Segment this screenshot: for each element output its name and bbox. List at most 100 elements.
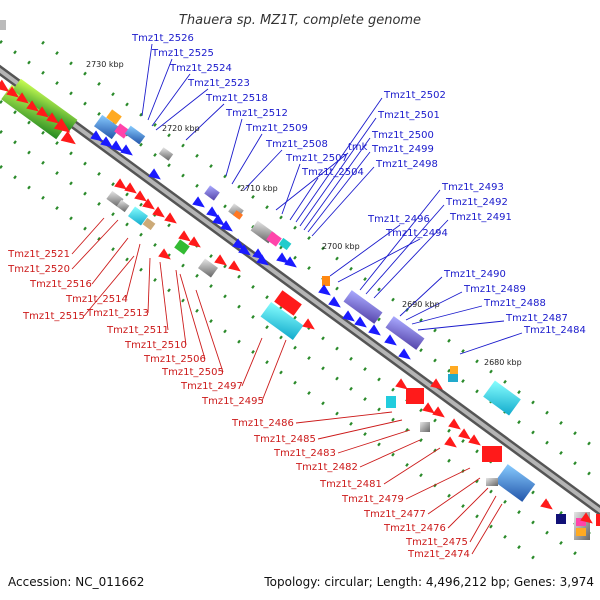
gene-arrow bbox=[6, 86, 19, 98]
tick-dot bbox=[475, 359, 479, 364]
gene-arrow bbox=[110, 140, 123, 152]
gene-arrow bbox=[318, 284, 331, 296]
tick-dot bbox=[167, 223, 171, 228]
tick-dot bbox=[433, 358, 437, 363]
tick-dot bbox=[349, 386, 353, 391]
gene-arrow bbox=[152, 206, 165, 218]
gene-label: Tmz1t_2490 bbox=[443, 269, 506, 280]
gene-arrow bbox=[212, 214, 225, 226]
tick-dot bbox=[531, 400, 535, 405]
tick-dot bbox=[181, 298, 185, 303]
leader-line bbox=[261, 339, 287, 402]
gene-label: Tmz1t_2491 bbox=[449, 212, 512, 223]
leader-line bbox=[275, 152, 349, 211]
tick-dot bbox=[461, 379, 465, 383]
gene-label: Tmz1t_2483 bbox=[273, 448, 336, 459]
tick-dot bbox=[27, 185, 31, 190]
gene-label: Tmz1t_2482 bbox=[295, 462, 358, 473]
tick-dot bbox=[307, 356, 311, 360]
gene-label: Tmz1t_2507 bbox=[285, 153, 348, 164]
gene-label: Tmz1t_2497 bbox=[180, 381, 243, 392]
tick-dot bbox=[293, 345, 297, 350]
gene-arrow bbox=[430, 378, 443, 390]
leader-line bbox=[399, 276, 443, 317]
genome-summary-text: Topology: circular; Length: 4,496,212 bp… bbox=[263, 575, 594, 589]
gene-label: Tmz1t_2496 bbox=[367, 214, 430, 225]
gene-arrow bbox=[53, 118, 71, 133]
gene-block bbox=[450, 366, 458, 374]
gene-arrow bbox=[206, 206, 219, 218]
gene-label: Tmz1t_2499 bbox=[371, 144, 434, 155]
tick-dot bbox=[237, 339, 241, 344]
tick-dot bbox=[573, 551, 577, 556]
gene-arrow bbox=[142, 198, 155, 210]
tick-dot bbox=[475, 514, 479, 519]
tick-dot bbox=[0, 40, 3, 44]
gene-block bbox=[343, 290, 383, 324]
tick-dot bbox=[251, 349, 255, 354]
tick-dot bbox=[293, 225, 297, 230]
gene-label: tmk bbox=[348, 142, 368, 153]
leader-line bbox=[365, 204, 445, 295]
tick-dot bbox=[489, 369, 493, 374]
tick-dot bbox=[363, 432, 367, 437]
tick-dot bbox=[279, 335, 283, 340]
leader-line bbox=[185, 103, 225, 141]
gene-arrow bbox=[0, 79, 10, 92]
gene-block bbox=[483, 380, 521, 416]
tick-dot bbox=[167, 163, 171, 168]
tick-dot bbox=[125, 222, 129, 227]
tick-dot bbox=[475, 479, 479, 484]
tick-dot bbox=[209, 284, 213, 289]
gene-label: Tmz1t_2476 bbox=[383, 523, 446, 534]
gene-block bbox=[204, 185, 220, 201]
gene-arrow bbox=[148, 168, 161, 180]
tick-dot bbox=[69, 61, 73, 66]
tick-dot bbox=[433, 418, 437, 423]
gene-block bbox=[274, 290, 302, 316]
gene-arrow bbox=[188, 236, 201, 248]
tick-dot bbox=[419, 438, 423, 443]
tick-dot bbox=[125, 192, 129, 197]
gene-arrow bbox=[422, 402, 435, 414]
gene-block bbox=[260, 301, 304, 341]
leader-line bbox=[459, 332, 523, 355]
leader-line bbox=[231, 133, 263, 185]
accession-text: Accession: NC_011662 bbox=[8, 575, 144, 589]
gene-arrow bbox=[232, 238, 245, 250]
tick-dot bbox=[153, 243, 157, 247]
tick-dot bbox=[559, 421, 563, 425]
leader-line bbox=[147, 58, 173, 121]
tick-dot bbox=[125, 257, 129, 262]
gene-label: Tmz1t_2498 bbox=[375, 159, 438, 170]
tick-dot bbox=[279, 215, 283, 220]
leader-line bbox=[337, 429, 411, 454]
gene-arrow bbox=[178, 230, 191, 242]
gene-block bbox=[420, 422, 430, 432]
gene-arrow bbox=[134, 190, 147, 202]
leader-line bbox=[417, 320, 505, 331]
tick-dot bbox=[27, 60, 31, 65]
leader-line bbox=[299, 117, 377, 227]
gene-arrow bbox=[458, 428, 471, 440]
tick-dot bbox=[27, 150, 31, 155]
gene-arrow bbox=[384, 334, 397, 346]
tick-dot bbox=[503, 499, 507, 504]
leader-line bbox=[159, 261, 169, 331]
tick-dot bbox=[251, 314, 255, 319]
gene-label: Tmz1t_2495 bbox=[201, 396, 264, 407]
tick-dot bbox=[391, 452, 395, 457]
leader-line bbox=[295, 411, 393, 424]
gene-arrow bbox=[214, 254, 227, 266]
gene-arrow bbox=[444, 436, 457, 448]
gene-arrow bbox=[164, 212, 177, 224]
tick-dot bbox=[321, 336, 325, 341]
gene-label: Tmz1t_2487 bbox=[505, 313, 568, 324]
leader-line bbox=[447, 487, 489, 529]
gene-block bbox=[556, 514, 566, 524]
tick-dot bbox=[377, 407, 381, 412]
gene-label: Tmz1t_2506 bbox=[143, 354, 206, 365]
gene-label: Tmz1t_2504 bbox=[301, 167, 364, 178]
gene-arrow bbox=[26, 100, 39, 112]
